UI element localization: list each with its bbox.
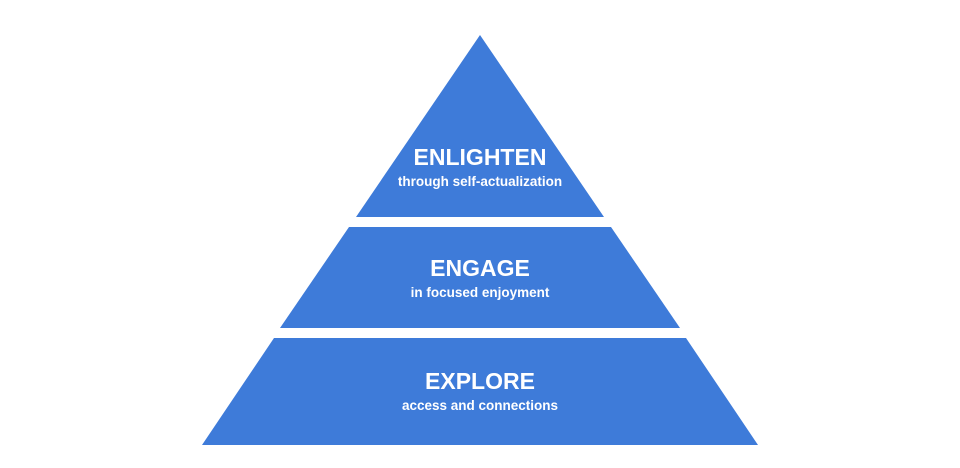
pyramid-level-bottom: EXPLORE access and connections <box>202 338 758 445</box>
pyramid-level-top: ENLIGHTEN through self-actualization <box>356 35 604 217</box>
pyramid-tier-middle-shape <box>280 227 680 328</box>
level-top-title: ENLIGHTEN <box>414 144 547 170</box>
pyramid-tier-bottom-shape <box>202 338 758 445</box>
level-middle-title: ENGAGE <box>430 255 530 281</box>
pyramid-tier-top-shape <box>356 35 604 217</box>
pyramid-level-middle: ENGAGE in focused enjoyment <box>280 227 680 328</box>
level-bottom-title: EXPLORE <box>425 368 535 394</box>
level-bottom-subtitle: access and connections <box>402 398 558 413</box>
level-top-subtitle: through self-actualization <box>398 174 562 189</box>
level-middle-subtitle: in focused enjoyment <box>411 285 550 300</box>
